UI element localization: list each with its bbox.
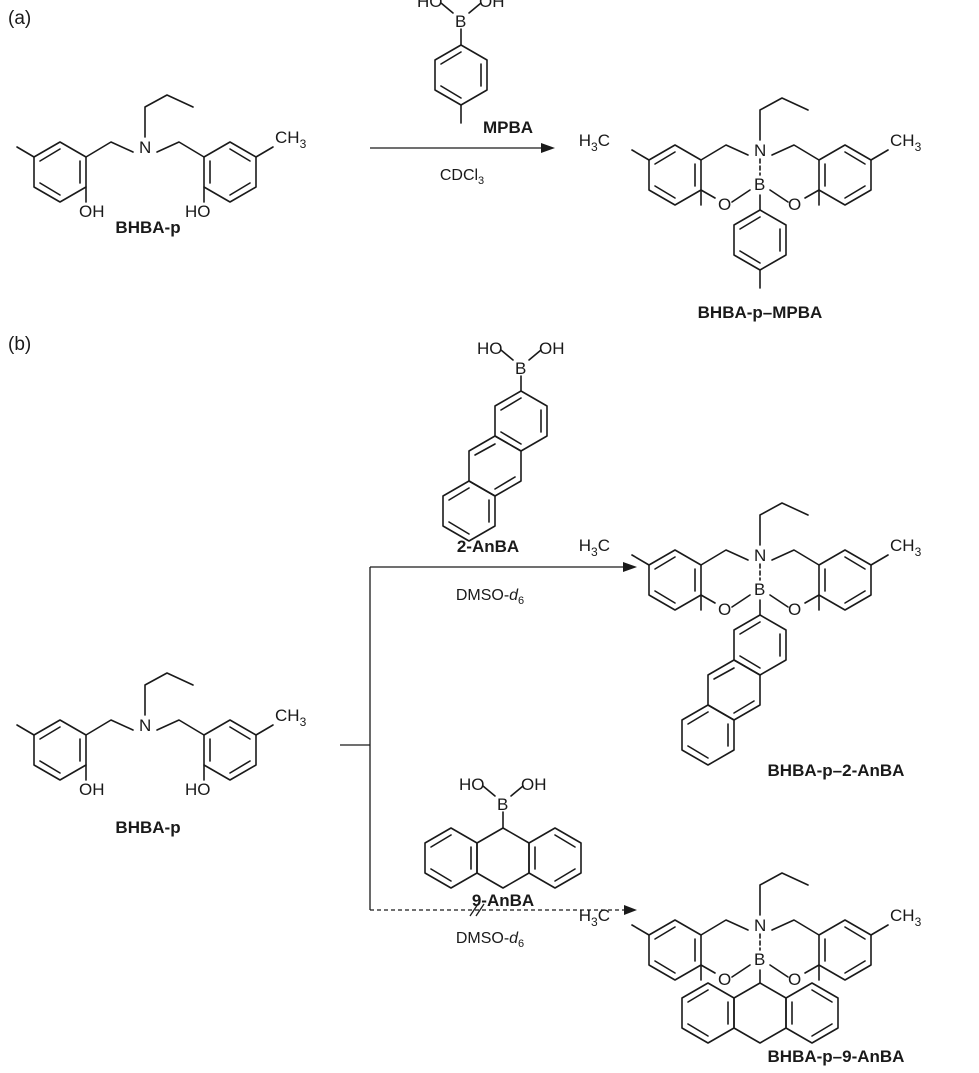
bhba-p-2-anba-structure: N B O O H3C CH3 — [579, 503, 922, 766]
methyl-label-right: CH3 — [890, 131, 922, 154]
compound-label-bhba-p-a: BHBA-p — [115, 218, 180, 237]
condition-a: CDCl3 — [440, 167, 484, 187]
hydroxyl-b2: OH — [479, 0, 505, 11]
methyl-label-left: H3C — [579, 536, 610, 559]
atom-n: N — [139, 138, 151, 157]
branch-connector — [340, 567, 371, 910]
methyl-label-right: CH3 — [890, 536, 922, 559]
hydroxyl-9anba-1: HO — [459, 775, 485, 794]
atom-o-left: O — [718, 600, 731, 619]
methyl-label-right: CH3 — [890, 906, 922, 929]
atom-o-right: O — [788, 970, 801, 989]
atom-n: N — [754, 916, 766, 935]
condition-b-bottom: DMSO-d6 — [456, 930, 524, 950]
hydroxyl-right: HO — [185, 202, 211, 221]
panel-label-b: (b) — [8, 334, 31, 355]
atom-b: B — [754, 580, 765, 599]
reaction-arrow-b-bottom — [370, 903, 637, 917]
hydroxyl-2anba-1: HO — [477, 339, 503, 358]
atom-b: B — [754, 950, 765, 969]
hydroxyl-b1: HO — [417, 0, 443, 11]
hydroxyl-right: HO — [185, 780, 211, 799]
atom-o-right: O — [788, 195, 801, 214]
methyl-label-right: CH3 — [275, 706, 307, 729]
hydroxyl-left: OH — [79, 202, 105, 221]
atom-b-9anba: B — [497, 795, 508, 814]
reaction-arrow-a — [370, 143, 555, 153]
bhba-p-structure-b: N H3C CH3 OH HO — [0, 673, 307, 799]
anba-2-structure: B HO OH — [442, 339, 565, 542]
atom-b-2anba: B — [515, 359, 526, 378]
hydroxyl-2anba-2: OH — [539, 339, 565, 358]
atom-n: N — [754, 141, 766, 160]
methyl-label-left: H3C — [579, 906, 610, 929]
compound-label-9-anba: 9-AnBA — [472, 891, 534, 910]
bhba-p-structure-a: N H3C CH3 OH HO — [0, 95, 307, 221]
panel-label-a: (a) — [8, 8, 31, 29]
hydroxyl-left: OH — [79, 780, 105, 799]
atom-b-mpba: B — [455, 12, 466, 31]
compound-label-bhba-p-mpba: BHBA-p–MPBA — [698, 303, 823, 322]
hydroxyl-9anba-2: OH — [521, 775, 547, 794]
atom-o-right: O — [788, 600, 801, 619]
compound-label-2-anba: 2-AnBA — [457, 537, 519, 556]
atom-n: N — [754, 546, 766, 565]
compound-label-bhba-p-b: BHBA-p — [115, 818, 180, 837]
bhba-p-mpba-structure: N B O O H3C CH3 — [579, 98, 922, 289]
reaction-arrow-b-top — [370, 562, 637, 572]
methyl-label-right: CH3 — [275, 128, 307, 151]
atom-o-left: O — [718, 195, 731, 214]
anba-9-structure: B HO OH — [424, 775, 582, 889]
condition-b-top: DMSO-d6 — [456, 587, 524, 607]
atom-o-left: O — [718, 970, 731, 989]
compound-label-bhba-p-2-anba: BHBA-p–2-AnBA — [768, 761, 905, 780]
methyl-label-left: H3C — [579, 131, 610, 154]
compound-label-bhba-p-9-anba: BHBA-p–9-AnBA — [768, 1047, 905, 1066]
atom-n: N — [139, 716, 151, 735]
bhba-p-9-anba-structure: N B O O H3C CH3 — [579, 873, 922, 1044]
mpba-structure: B HO OH — [417, 0, 505, 124]
compound-label-mpba: MPBA — [483, 118, 533, 137]
atom-b: B — [754, 175, 765, 194]
